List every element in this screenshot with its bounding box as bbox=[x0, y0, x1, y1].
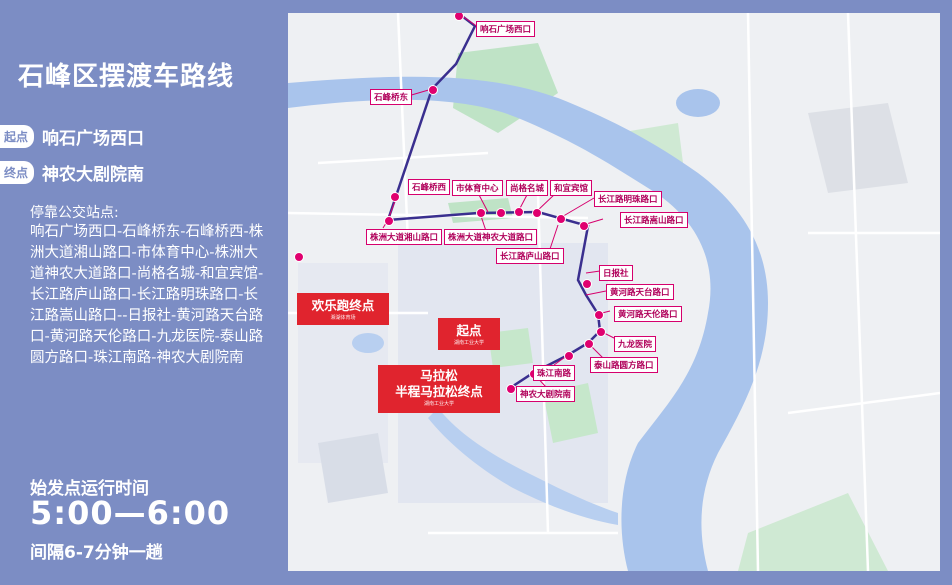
stop-dot[interactable] bbox=[428, 85, 438, 95]
stop-label-songshanlu[interactable]: 长江路嵩山路口 bbox=[620, 212, 688, 228]
stop-dot[interactable] bbox=[596, 327, 606, 337]
huanle-finish-label: 欢乐跑终点 bbox=[311, 298, 375, 313]
end-name: 神农大剧院南 bbox=[42, 165, 145, 185]
end-tag: 终点 bbox=[0, 161, 35, 184]
stop-dot[interactable] bbox=[454, 13, 464, 21]
marathon-finish-callout[interactable]: 马拉松 半程马拉松终点 湖南工业大学 bbox=[378, 365, 500, 413]
stops-list: 响石广场西口-石峰桥东-石峰桥西-株洲大道湘山路口-市体育中心-株洲大道神农大道… bbox=[30, 224, 264, 366]
stop-label-shifengqiaoxi[interactable]: 石峰桥西 bbox=[408, 179, 451, 195]
info-panel: 石峰区摆渡车路线 起点 响石广场西口 终点 神农大剧院南 停靠公交站点: 响石广… bbox=[0, 0, 285, 585]
stop-label-yuanfanglu[interactable]: 泰山路圆方路口 bbox=[590, 357, 658, 373]
start-callout-sub: 湖南工业大学 bbox=[453, 340, 484, 346]
marathon-line2: 半程马拉松终点 bbox=[395, 384, 483, 399]
stop-label-tianlunlu[interactable]: 黄河路天伦路口 bbox=[614, 306, 682, 322]
start-callout[interactable]: 起点 湖南工业大学 bbox=[438, 318, 500, 350]
marathon-sub: 湖南工业大学 bbox=[423, 401, 454, 407]
stop-label-mingzhulu[interactable]: 长江路明珠路口 bbox=[594, 191, 662, 207]
stop-dot[interactable] bbox=[532, 208, 542, 218]
stop-label-jiulongyiyuan[interactable]: 九龙医院 bbox=[614, 336, 657, 352]
stop-label-lushanlu[interactable]: 长江路庐山路口 bbox=[496, 248, 564, 264]
stop-dot[interactable] bbox=[384, 216, 394, 226]
huanle-finish-callout[interactable]: 欢乐跑终点 湘湖体育场 bbox=[297, 293, 389, 325]
stop-label-shifengqiaodong[interactable]: 石峰桥东 bbox=[370, 89, 413, 105]
stop-label-zhujiangnanlu[interactable]: 珠江南路 bbox=[533, 365, 576, 381]
page-title: 石峰区摆渡车路线 bbox=[18, 62, 235, 92]
stop-dot[interactable] bbox=[594, 310, 604, 320]
interval-text: 间隔6-7分钟一趟 bbox=[30, 543, 163, 563]
stop-dot[interactable] bbox=[582, 279, 592, 289]
stop-dot[interactable] bbox=[476, 208, 486, 218]
stop-dot[interactable] bbox=[564, 351, 574, 361]
stop-label-tiantailu[interactable]: 黄河路天台路口 bbox=[606, 284, 674, 300]
stop-label-shennongdajuyuan[interactable]: 神农大剧院南 bbox=[516, 386, 576, 402]
start-callout-label: 起点 bbox=[456, 323, 482, 338]
stop-label-ribaoshe[interactable]: 日报社 bbox=[599, 265, 633, 281]
stop-dot[interactable] bbox=[584, 339, 594, 349]
huanle-finish-sub: 湘湖体育场 bbox=[330, 315, 356, 321]
start-row: 起点 响石广场西口 bbox=[0, 124, 144, 149]
huanle-dot[interactable] bbox=[294, 252, 304, 262]
start-tag: 起点 bbox=[0, 125, 35, 148]
stop-dot[interactable] bbox=[514, 207, 524, 217]
stop-label-xiangshi[interactable]: 响石广场西口 bbox=[476, 21, 536, 37]
start-name: 响石广场西口 bbox=[42, 129, 145, 149]
route-map[interactable]: 响石广场西口 石峰桥东 石峰桥西 市体育中心 尚格名城 和宜宾馆 长江路明珠路口… bbox=[288, 13, 940, 571]
stop-label-shennongdadao[interactable]: 株洲大道神农大道路口 bbox=[444, 229, 538, 245]
stop-dot[interactable] bbox=[506, 384, 516, 394]
stop-label-heyibinguan[interactable]: 和宜宾馆 bbox=[550, 180, 593, 196]
time-value: 5:00—6:00 bbox=[30, 494, 231, 532]
stop-label-xiangshanlu[interactable]: 株洲大道湘山路口 bbox=[366, 229, 443, 245]
stop-dot[interactable] bbox=[496, 208, 506, 218]
stops-title: 停靠公交站点: bbox=[30, 205, 119, 221]
time-label: 始发点运行时间 bbox=[30, 479, 149, 499]
stop-label-shanggemingcheng[interactable]: 尚格名城 bbox=[506, 180, 549, 196]
stop-label-tiyuzhongxin[interactable]: 市体育中心 bbox=[452, 180, 503, 196]
stop-dot[interactable] bbox=[556, 214, 566, 224]
stop-dot[interactable] bbox=[579, 221, 589, 231]
marathon-line1: 马拉松 bbox=[420, 368, 458, 383]
stop-dot[interactable] bbox=[390, 192, 400, 202]
end-row: 终点 神农大剧院南 bbox=[0, 160, 144, 185]
